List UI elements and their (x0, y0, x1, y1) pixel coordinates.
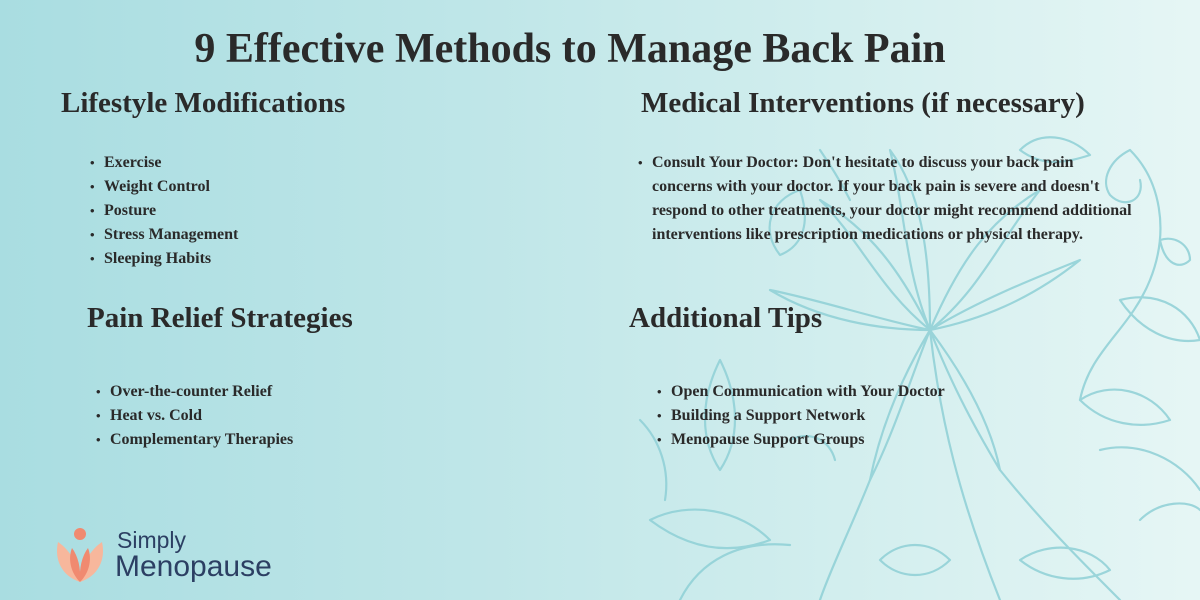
list-item: Complementary Therapies (96, 428, 430, 452)
list-medical-interventions: Consult Your Doctor: Don't hesitate to d… (634, 151, 1132, 247)
list-item: Over-the-counter Relief (96, 380, 430, 404)
simply-menopause-logo: Simply Menopause (52, 522, 292, 586)
list-item: Weight Control (90, 175, 404, 199)
logo-text-simply: Simply (117, 527, 187, 553)
list-pain-relief-strategies: Over-the-counter Relief Heat vs. Cold Co… (92, 380, 430, 452)
list-item: Sleeping Habits (90, 247, 404, 271)
page-title: 9 Effective Methods to Manage Back Pain (194, 26, 946, 72)
list-item: Menopause Support Groups (657, 428, 1031, 452)
list-item: Consult Your Doctor: Don't hesitate to d… (638, 151, 1132, 247)
list-additional-tips: Open Communication with Your Doctor Buil… (653, 380, 1031, 452)
heading-additional-tips: Additional Tips (629, 302, 823, 334)
list-lifestyle-modifications: Exercise Weight Control Posture Stress M… (86, 151, 404, 271)
list-item: Stress Management (90, 223, 404, 247)
heading-medical-interventions: Medical Interventions (if necessary) (641, 87, 1085, 119)
list-item: Heat vs. Cold (96, 404, 430, 428)
heading-lifestyle-modifications: Lifestyle Modifications (61, 87, 346, 119)
lotus-leaves-icon (56, 528, 104, 582)
heading-pain-relief-strategies: Pain Relief Strategies (87, 302, 353, 334)
list-item: Building a Support Network (657, 404, 1031, 428)
logo-text-menopause: Menopause (115, 550, 272, 583)
list-item: Exercise (90, 151, 404, 175)
list-item: Posture (90, 199, 404, 223)
list-item: Open Communication with Your Doctor (657, 380, 1031, 404)
